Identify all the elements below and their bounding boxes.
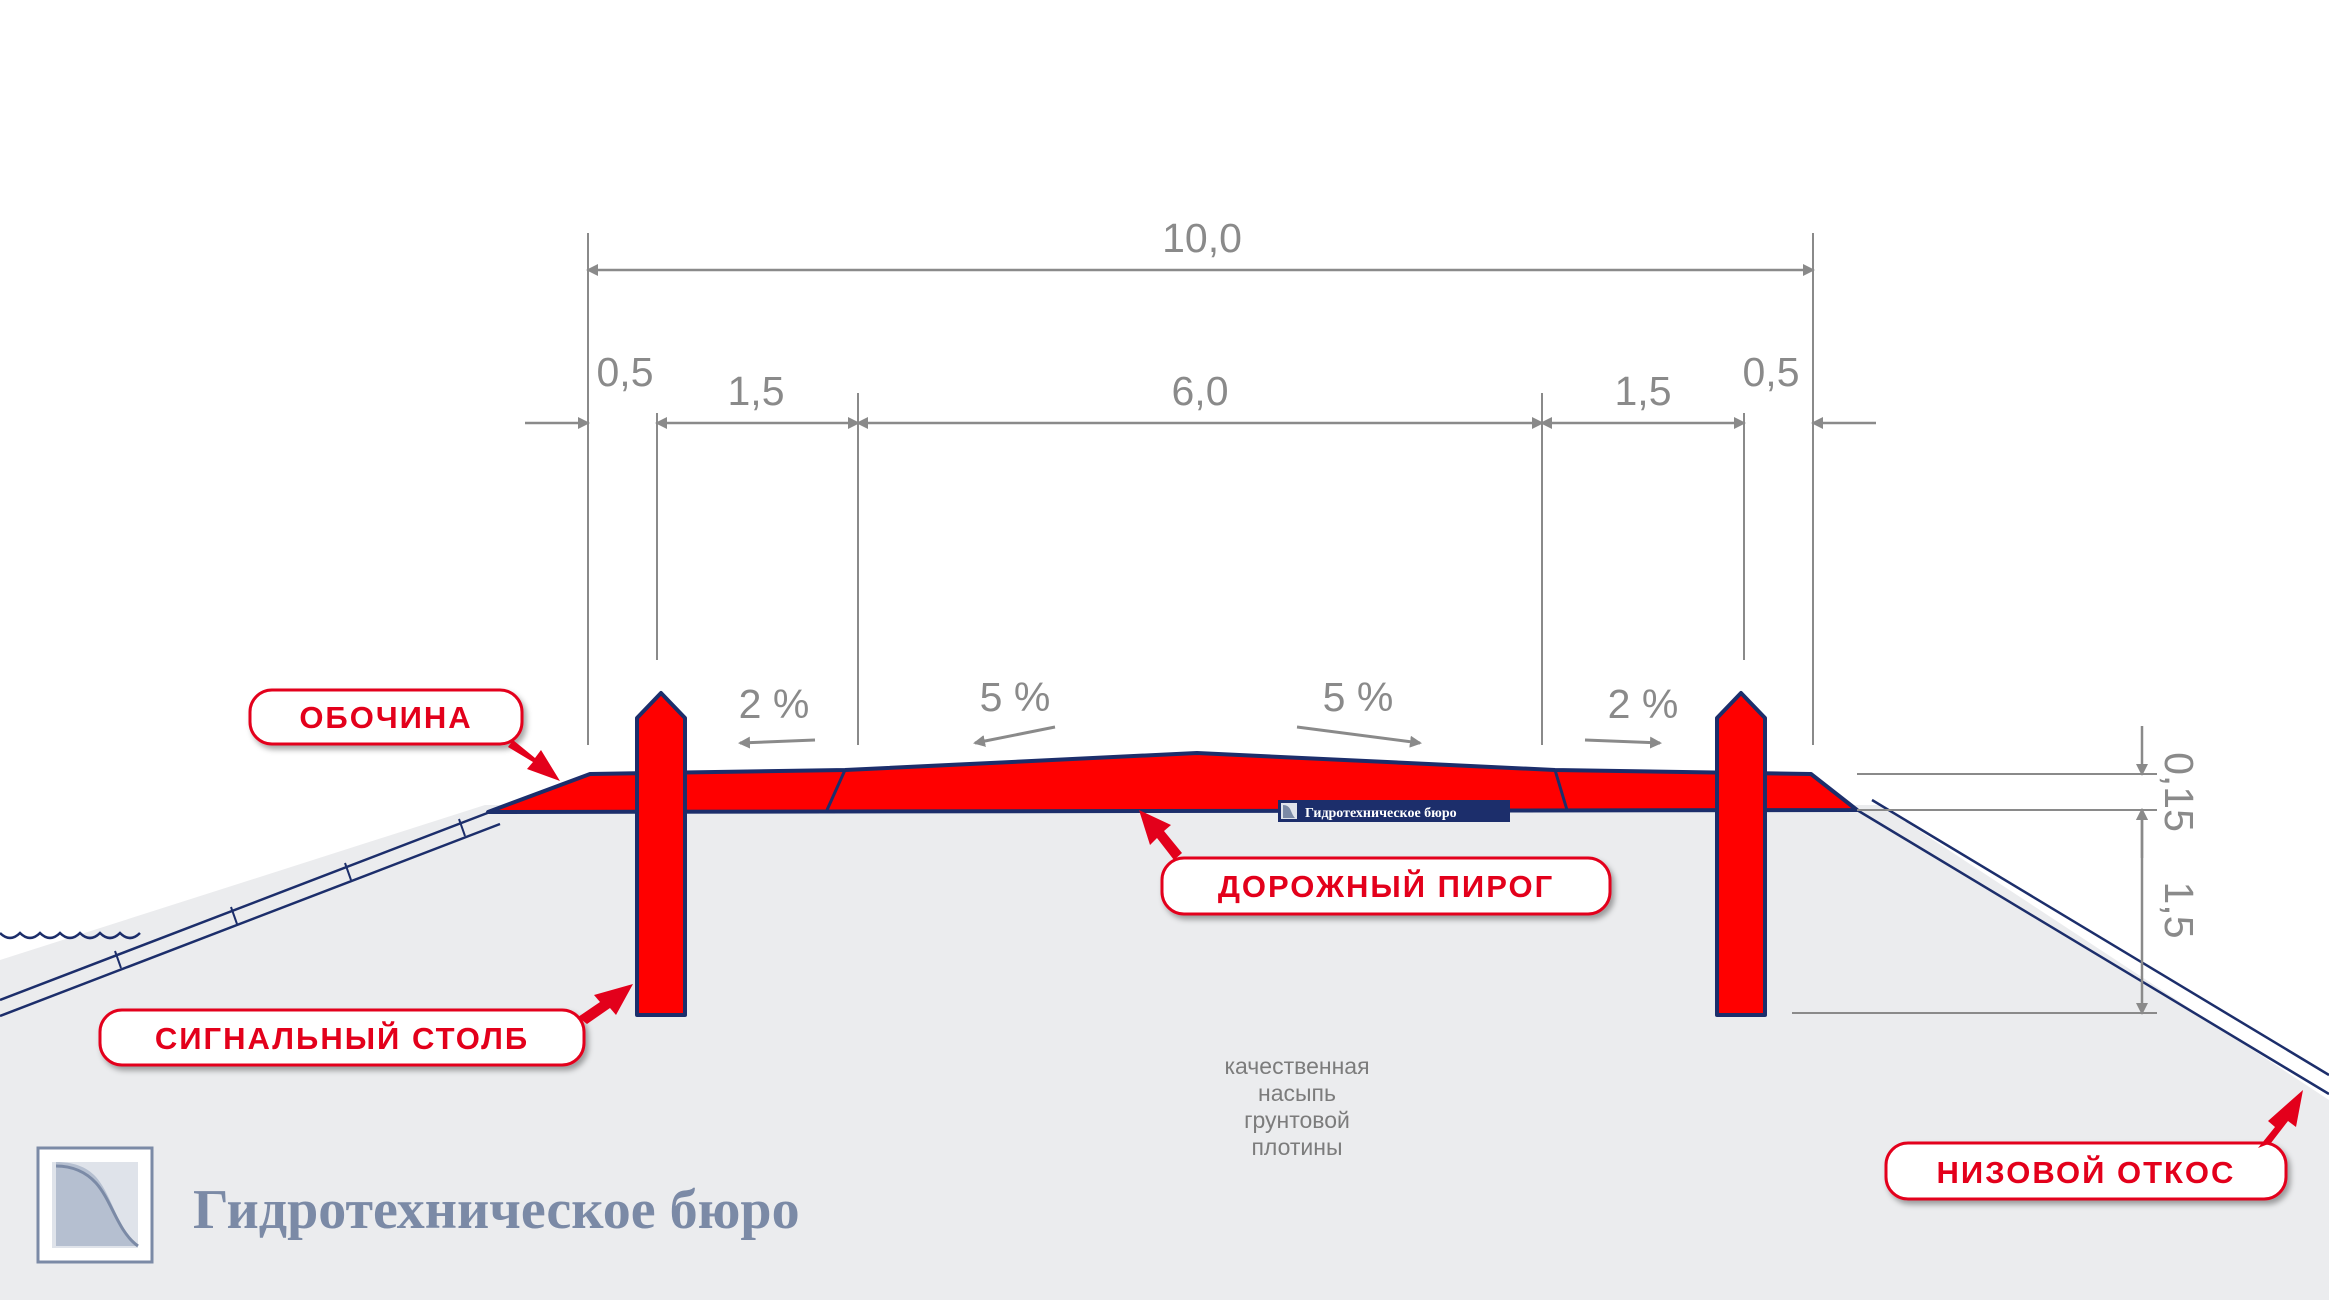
dimension-total: 10,0 — [1162, 215, 1242, 261]
dimension-post-height: 1,5 — [2156, 882, 2202, 939]
pavement-joint-left — [825, 769, 847, 811]
ground-description: качественная насыпь грунтовой плотины — [1224, 1053, 1369, 1160]
mini-logo-text: Гидротехническое бюро — [1305, 806, 1457, 821]
callout-signal-post-text: СИГНАЛЬНЫЙ СТОЛБ — [155, 1020, 529, 1056]
callout-shoulder: ОБОЧИНА — [248, 688, 560, 781]
callout-shoulder-text: ОБОЧИНА — [299, 700, 472, 735]
callout-signal-post: СИГНАЛЬНЫЙ СТОЛБ — [98, 984, 633, 1067]
dimension-left-shoulder: 1,5 — [728, 368, 785, 414]
pavement-joint-right — [1553, 769, 1569, 811]
logo-wave-icon — [56, 1162, 138, 1246]
slope-arrows — [738, 725, 1662, 749]
callout-pavement-arrow — [1139, 810, 1182, 860]
dimension-pavement-height: 0,15 — [2156, 752, 2202, 832]
dimension-right-shoulder: 1,5 — [1615, 368, 1672, 414]
ground-text-line-4: плотины — [1251, 1134, 1342, 1160]
ground-text-line-2: насыпь — [1258, 1080, 1336, 1106]
dimension-lines — [525, 264, 2148, 1015]
callout-downstream-slope-arrow — [2258, 1090, 2303, 1148]
mini-logo-watermark: Гидротехническое бюро — [1278, 800, 1510, 822]
ground-text-line-1: качественная — [1224, 1053, 1369, 1079]
downstream-slope-line-inner — [1871, 798, 2329, 1077]
signal-post-left — [635, 691, 687, 1017]
road-pavement — [486, 751, 1859, 814]
extension-lines — [587, 233, 2157, 1014]
callout-pavement: ДОРОЖНЫЙ ПИРОГ — [1139, 810, 1612, 916]
callout-shoulder-arrow — [508, 740, 560, 781]
slope-right-shoulder: 2 % — [1608, 681, 1679, 727]
signal-post-right — [1715, 691, 1767, 1017]
dimension-left-edge: 0,5 — [597, 349, 654, 395]
callout-downstream-slope: НИЗОВОЙ ОТКОС — [1884, 1090, 2303, 1201]
callout-pavement-text: ДОРОЖНЫЙ ПИРОГ — [1218, 868, 1554, 904]
slope-left-road: 5 % — [980, 674, 1051, 720]
company-logo-name: Гидротехническое бюро — [193, 1179, 800, 1241]
ground-text-line-3: грунтовой — [1244, 1107, 1350, 1133]
upstream-slope-ticks — [114, 818, 466, 969]
upstream-slope-line-inner — [0, 822, 501, 1018]
callout-signal-post-arrow — [578, 984, 633, 1024]
dimension-right-edge: 0,5 — [1743, 349, 1800, 395]
pavement-body — [486, 751, 1859, 814]
upstream-slope-line-outer — [0, 810, 491, 1002]
callout-downstream-slope-text: НИЗОВОЙ ОТКОС — [1937, 1154, 2236, 1190]
slope-right-road: 5 % — [1323, 674, 1394, 720]
downstream-slope-line-outer — [1856, 808, 2329, 1096]
water-level-icon — [0, 931, 141, 940]
slope-left-shoulder: 2 % — [739, 681, 810, 727]
company-logo: Гидротехническое бюро — [36, 1146, 800, 1264]
dimension-carriageway: 6,0 — [1172, 368, 1229, 414]
